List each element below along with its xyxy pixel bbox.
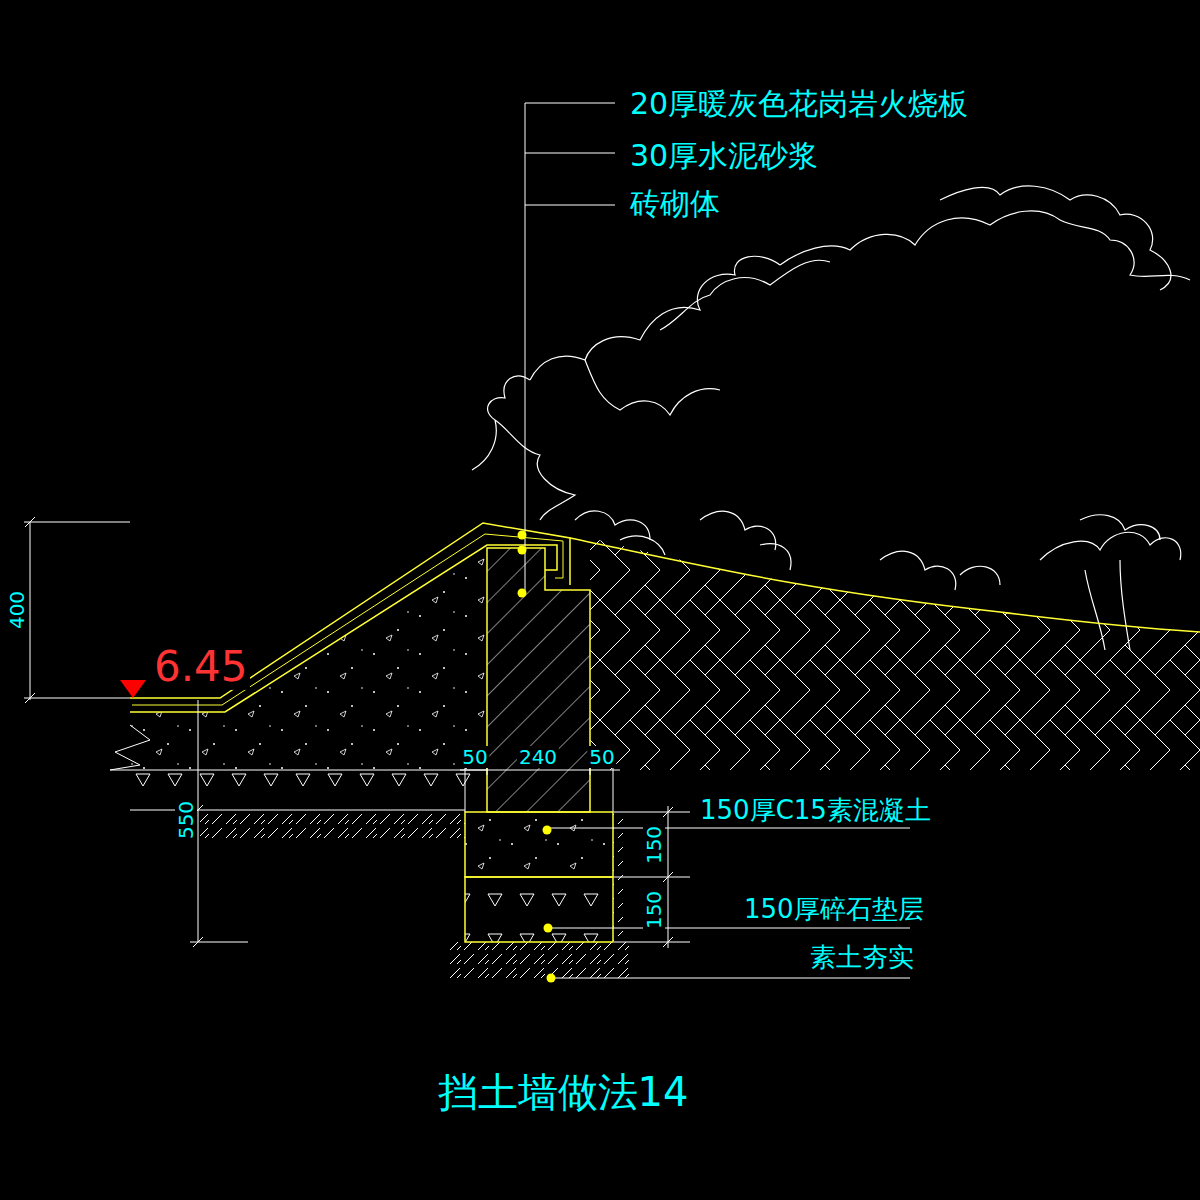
dimension-text: 550 — [175, 799, 197, 841]
elevation-text: 6.45 — [152, 644, 250, 690]
material-callout: 150厚C15素混凝土 — [698, 796, 933, 825]
dimension-text: 150 — [643, 824, 665, 866]
material-callout: 30厚水泥砂浆 — [628, 139, 820, 172]
dimension-text: 50 — [587, 746, 616, 768]
level-marker — [120, 680, 146, 698]
material-callout: 砖砌体 — [628, 187, 722, 220]
brick-wall — [487, 548, 590, 812]
concrete-footing — [465, 812, 613, 877]
gravel-bed — [465, 877, 613, 942]
dimension-text: 150 — [643, 889, 665, 931]
material-callout: 20厚暖灰色花岗岩火烧板 — [628, 87, 970, 120]
drawing-title: 挡土墙做法14 — [436, 1070, 691, 1114]
material-callout: 150厚碎石垫层 — [742, 895, 926, 924]
granite-board — [130, 523, 570, 698]
plant-outline — [472, 186, 1190, 650]
dimension-text: 240 — [517, 746, 559, 768]
material-callout: 素土夯实 — [808, 943, 916, 972]
ground-line — [570, 538, 1200, 632]
dimension-text: 50 — [460, 746, 489, 768]
dimension-text: 400 — [6, 589, 28, 631]
